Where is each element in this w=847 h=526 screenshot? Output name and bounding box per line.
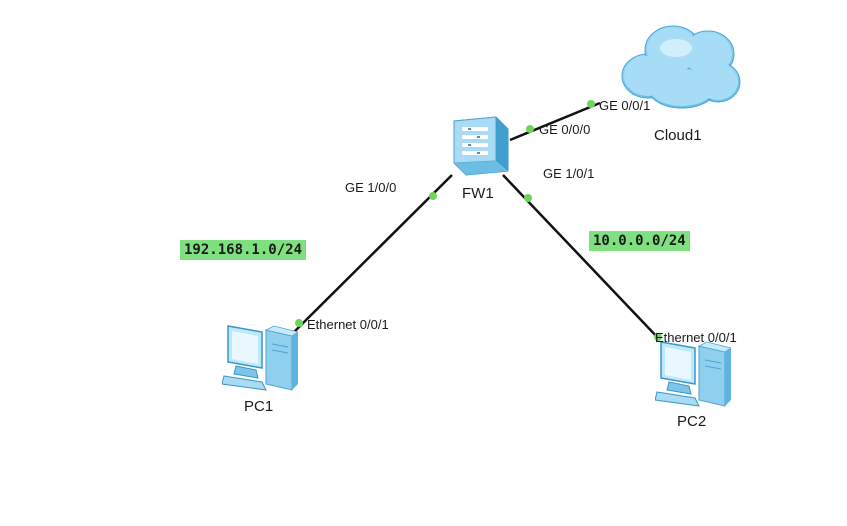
port-label-fw1-ge000: GE 0/0/0 [539,122,591,137]
port-dot-pc2-eth [654,333,662,341]
firewall-icon [453,116,509,176]
port-label-pc2-eth: Ethernet 0/0/1 [655,330,737,345]
link-fw1-cloud1[interactable] [509,101,601,142]
fw1-device[interactable] [446,113,512,179]
pc-icon [222,325,298,391]
cloud1-device[interactable] [618,18,744,114]
pc2-label: PC2 [677,413,707,430]
pc2-device[interactable] [655,338,731,410]
subnet-note-left: 192.168.1.0/24 [180,240,307,260]
port-label-pc1-eth: Ethernet 0/0/1 [307,317,389,332]
cloud1-label: Cloud1 [654,127,702,144]
pc1-device[interactable] [222,322,298,394]
fw1-label: FW1 [462,185,494,202]
port-dot-fw1-ge100 [429,192,437,200]
link-fw1-pc2[interactable] [502,174,661,341]
pc-icon [655,341,731,407]
port-dot-fw1-ge000 [526,125,534,133]
link-fw1-pc1[interactable] [292,174,453,334]
port-dot-cloud1-ge001 [587,100,595,108]
subnet-note-right: 10.0.0.0/24 [589,231,690,251]
port-dot-fw1-ge101 [524,194,532,202]
port-label-fw1-ge101: GE 1/0/1 [543,166,595,181]
port-label-fw1-ge100: GE 1/0/0 [345,180,397,195]
port-dot-pc1-eth [295,319,303,327]
cloud-icon [621,25,741,109]
port-label-cloud1-ge001: GE 0/0/1 [599,98,651,113]
pc1-label: PC1 [244,398,274,415]
